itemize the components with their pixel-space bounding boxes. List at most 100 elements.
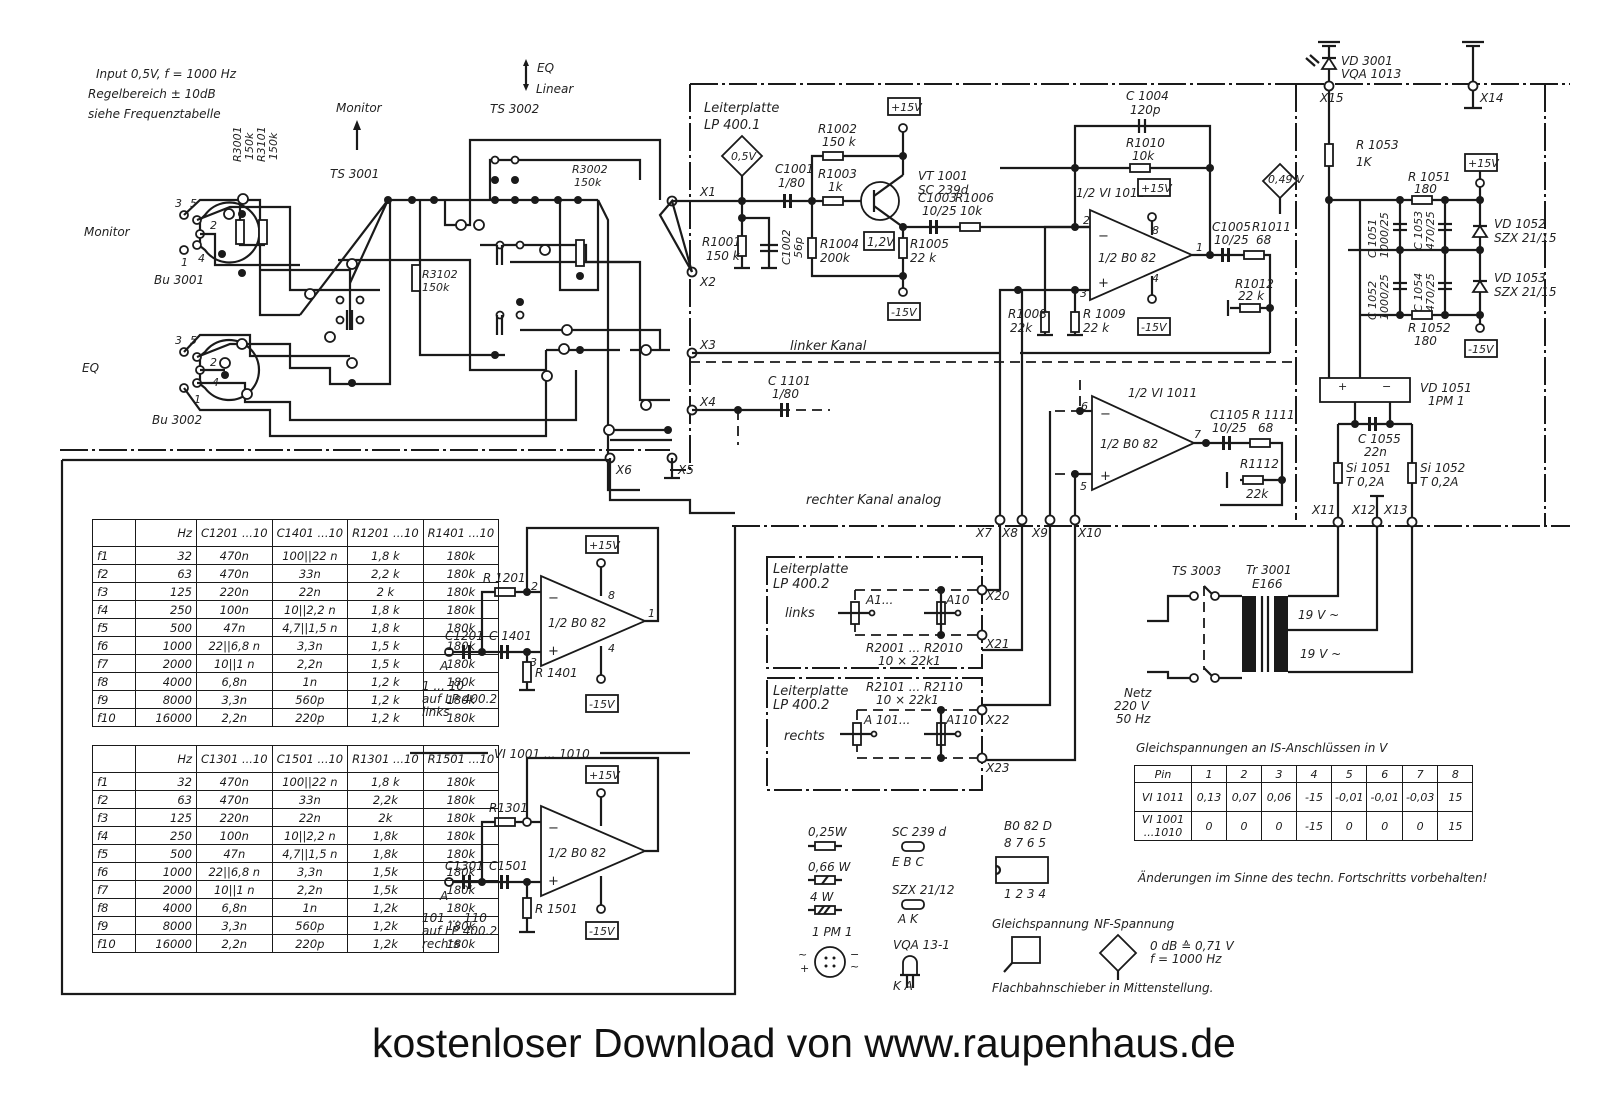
legend-pins-bottom: 1 2 3 4 <box>1004 887 1046 901</box>
table-cell: f6 <box>92 862 136 881</box>
r1012-value: 22 k <box>1238 289 1265 303</box>
opamp-a-label: 1/2 VI 1011 <box>1076 186 1145 200</box>
opamp-b-minus: − <box>1100 407 1111 422</box>
pm1-ac-1: ~ <box>798 948 807 961</box>
capacitor-c1055 <box>1368 417 1377 431</box>
dc-table-cell: 0 <box>1226 811 1262 841</box>
netz-label-3: 50 Hz <box>1116 712 1151 726</box>
opamp-fl-pin-8: 8 <box>608 589 615 602</box>
supply-minus15-box-fr <box>585 921 619 940</box>
r1051-value: 180 <box>1414 182 1437 196</box>
supply-plus15-box-psu <box>1464 153 1498 172</box>
lp4001-title-2: LP 400.1 <box>704 118 760 133</box>
zener-vd1052-icon <box>1471 224 1489 238</box>
rechter-kanal-label: rechter Kanal analog <box>806 493 941 508</box>
legend-r066-label: 0,66 W <box>808 860 852 874</box>
dc-table-cell: -15 <box>1296 811 1332 841</box>
ts3003-label: TS 3003 <box>1172 564 1221 578</box>
table-cell: 22n <box>271 808 349 827</box>
terminal-x22 <box>976 704 988 716</box>
opamp-fr-plus: + <box>548 874 559 889</box>
table-header-cell: C1501 ...10 <box>271 745 349 773</box>
table-cell: f5 <box>92 844 136 863</box>
table-cell: f1 <box>92 772 136 791</box>
dc-table-header-cell: 6 <box>1366 765 1403 783</box>
si1052-label: Si 1052 <box>1420 461 1465 475</box>
fuse-si1052-icon <box>1407 462 1417 484</box>
rectifier-minus: − <box>1382 380 1391 393</box>
supply-plus15-box-fr <box>585 765 619 784</box>
resistor-r3101 <box>258 219 268 245</box>
table-header-cell: Hz <box>135 745 197 773</box>
bu3002-pin-3: 3 <box>175 334 182 347</box>
ground-symbol-icon <box>1318 40 1484 48</box>
a101-label: A 101... <box>863 713 910 727</box>
bu3001-pin-2: 2 <box>210 219 217 232</box>
table-cell: 180k <box>422 934 500 953</box>
resistor-r1010 <box>1129 163 1151 173</box>
r1052-value: 180 <box>1414 334 1437 348</box>
terminal-x10 <box>1069 514 1081 526</box>
resistor-r1004 <box>807 237 817 259</box>
resistor-4w-icon <box>808 905 842 915</box>
table-cell: 6,8n <box>196 672 273 691</box>
opamp-b-plus: + <box>1100 469 1111 484</box>
x15-label: X15 <box>1319 91 1344 105</box>
r1002-value: 150 k <box>822 135 857 149</box>
table-cell: 47n <box>196 844 273 863</box>
dc-voltage-box-icon <box>1003 936 1041 973</box>
table-cell: 180k <box>422 880 500 899</box>
table-cell: 250 <box>135 600 197 619</box>
c1054-label: C 1054 <box>1412 273 1425 312</box>
c1055-label: C 1055 <box>1358 432 1401 446</box>
dc-table-cell: 0 <box>1401 811 1439 841</box>
switch-contacts <box>219 155 652 436</box>
resistor-r1051 <box>1411 195 1433 205</box>
r1002-label: R1002 <box>818 122 857 136</box>
dc-table-cell: -0,01 <box>1366 782 1403 812</box>
si1051-label: Si 1051 <box>1346 461 1391 475</box>
led-vd3001-icon <box>1305 54 1338 70</box>
zener-vd1053-icon <box>1471 279 1489 293</box>
netz-label-1: Netz <box>1124 686 1152 700</box>
table-cell: 470n <box>196 564 273 583</box>
opamp-b-pin-5: 5 <box>1080 480 1087 493</box>
capacitor-c1054 <box>1438 281 1452 291</box>
table-cell: 16000 <box>135 934 197 953</box>
terminal-x23 <box>976 752 988 764</box>
dc-table-cell: 15 <box>1437 782 1474 812</box>
r1010-value: 10k <box>1132 149 1155 163</box>
dc-table-cell: -0,03 <box>1401 782 1439 812</box>
table-cell: 1,2 k <box>347 672 424 691</box>
dc-table-header-cell: 4 <box>1296 765 1332 783</box>
dc-table-cell: 0,06 <box>1261 782 1297 812</box>
r1010-label: R1010 <box>1126 136 1165 150</box>
opamp-b-type: 1/2 B0 82 <box>1100 437 1158 451</box>
opamp-a-type: 1/2 B0 82 <box>1098 251 1156 265</box>
resistor-r1005 <box>898 237 908 259</box>
r1005-label: R1005 <box>910 237 949 251</box>
eq-position-label: EQ <box>537 61 554 75</box>
dc-table-cell: 0 <box>1330 811 1368 841</box>
table-cell: 500 <box>135 844 197 863</box>
linker-kanal-label: linker Kanal <box>790 339 867 354</box>
table-cell: f8 <box>92 672 136 691</box>
table-cell: 180k <box>422 690 500 709</box>
c1052-label: C 1052 <box>1366 281 1379 320</box>
footer-download-text: kostenloser Download von www.raupenhaus.… <box>372 1020 1236 1066</box>
bu3001-pin-3: 3 <box>175 197 182 210</box>
table-cell: 1,5k <box>347 862 424 881</box>
table-cell: 1,8 k <box>347 618 424 637</box>
vd1052-type: SZX 21/15 <box>1494 231 1556 245</box>
netz-label-2: 220 V <box>1114 699 1150 713</box>
r1008-label: R1008 <box>1008 307 1047 321</box>
